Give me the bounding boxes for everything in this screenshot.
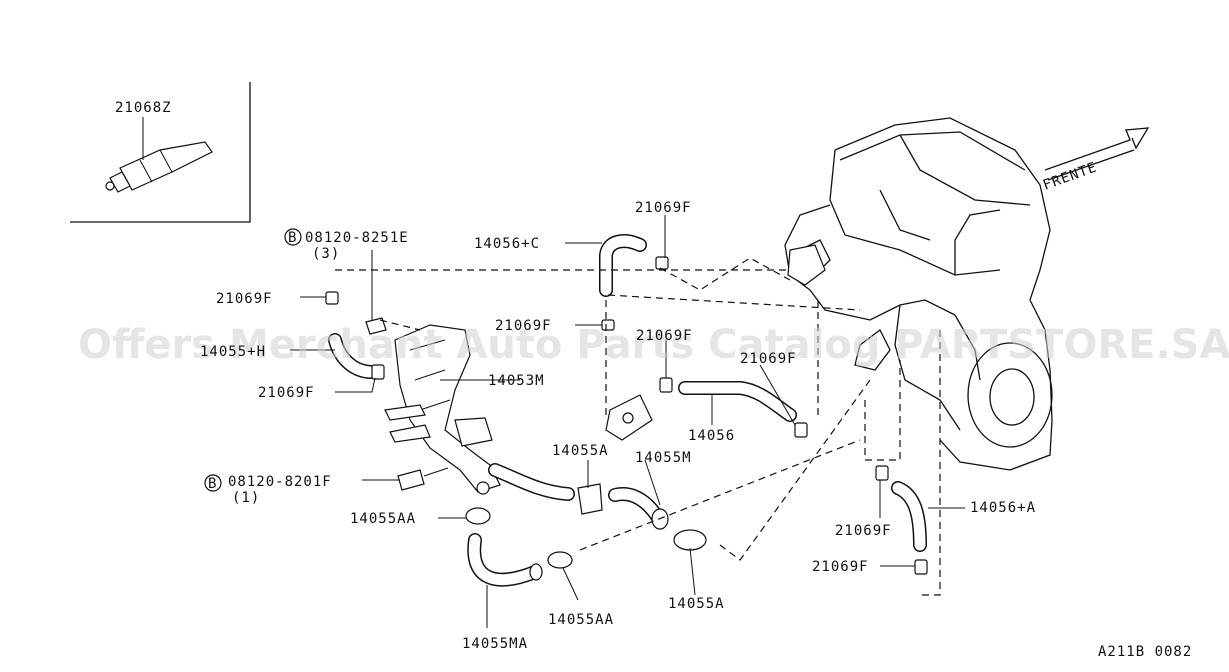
label-14055aa-b: 14055AA: [548, 612, 614, 628]
label-21069f-low1: 21069F: [835, 523, 892, 539]
inset-21068z: 21068Z: [70, 82, 251, 223]
hose-14055m-center[interactable]: [608, 487, 669, 530]
clamp-14055aa-b[interactable]: [547, 551, 573, 569]
watermark: Offers Merchant Auto Parts Catalog PARTS…: [78, 322, 1229, 368]
label-21069f-right: 21069F: [740, 351, 797, 367]
water-outlet-14053m[interactable]: [384, 324, 520, 495]
label-14055a-a: 14055A: [552, 443, 609, 459]
clamp-21069f-b[interactable]: [371, 364, 385, 380]
bolt-08120-8201f[interactable]: [397, 467, 449, 491]
label-14055h: 14055+H: [200, 344, 266, 360]
bolt-mark-b-lower: B: [204, 474, 222, 492]
hose-14056c[interactable]: [599, 234, 647, 297]
label-14056a: 14056+A: [970, 500, 1036, 516]
svg-text:B: B: [288, 230, 297, 246]
clamp-21069f-top[interactable]: [655, 256, 669, 270]
clamp-21069f-right[interactable]: [794, 422, 808, 438]
label-14055m: 14055M: [635, 450, 692, 466]
label-21069f-mid2: 21069F: [636, 328, 693, 344]
diagram-code: A211B 0082: [1098, 644, 1192, 660]
leader-lines: [290, 215, 965, 628]
sealant-tube-21068z[interactable]: [105, 117, 213, 193]
hose-14055m[interactable]: [488, 463, 575, 501]
hose-14056a[interactable]: [891, 481, 927, 552]
dashed-guides: [335, 257, 941, 596]
clamp-21069f-mid2[interactable]: [659, 377, 673, 393]
hose-14055h[interactable]: [328, 333, 379, 379]
label-qty1: (1): [232, 490, 260, 506]
label-14056: 14056: [688, 428, 735, 444]
engine-block: [784, 117, 1053, 471]
bolt-08120-8251e[interactable]: [365, 250, 387, 335]
bracket: [605, 244, 826, 441]
hose-14056[interactable]: [678, 381, 797, 422]
clamp-14055a-b[interactable]: [673, 529, 707, 551]
label-14055a-b: 14055A: [668, 596, 725, 612]
label-21069f-a: 21069F: [216, 291, 273, 307]
label-21069f-mid: 21069F: [495, 318, 552, 334]
label-08120-8251e: 08120-8251E: [305, 230, 409, 246]
label-14055aa-a: 14055AA: [350, 511, 416, 527]
label-21069f-b: 21069F: [258, 385, 315, 401]
front-arrow: FRENTE: [1041, 127, 1150, 194]
clamp-14055a-a[interactable]: [577, 483, 603, 515]
label-frente: FRENTE: [1041, 159, 1100, 193]
clamp-21069f-low1[interactable]: [875, 465, 889, 481]
bolt-mark-b-upper: B: [284, 228, 302, 246]
label-21068z: 21068Z: [115, 100, 172, 116]
clamp-21069f-low2[interactable]: [914, 559, 928, 575]
label-21069f-low2: 21069F: [812, 559, 869, 575]
label-14056c: 14056+C: [474, 236, 540, 252]
svg-text:B: B: [208, 476, 217, 492]
clamp-21069f-a[interactable]: [325, 291, 339, 305]
hose-14055ma[interactable]: [467, 533, 543, 587]
clamp-14055aa-a[interactable]: [465, 507, 491, 525]
label-08120-8201f: 08120-8201F: [228, 474, 332, 490]
label-14053m: 14053M: [488, 373, 545, 389]
label-qty3: (3): [312, 246, 340, 262]
label-21069f-top: 21069F: [635, 200, 692, 216]
label-14055ma: 14055MA: [462, 636, 528, 652]
